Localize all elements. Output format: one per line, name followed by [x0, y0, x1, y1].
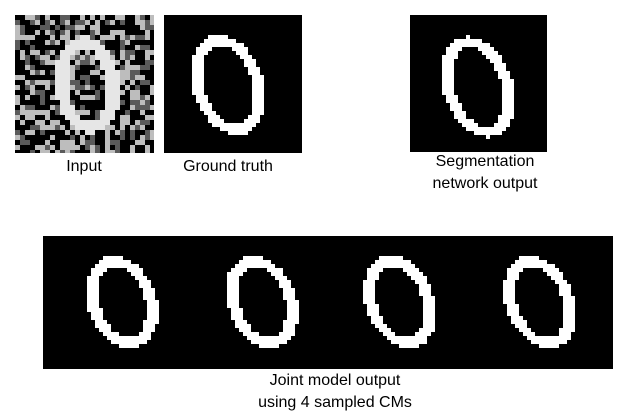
joint-output-sample-3-digit-zero — [363, 256, 435, 348]
ground-truth-image — [192, 35, 264, 135]
ground-truth-caption: Ground truth — [163, 156, 293, 178]
segmentation-caption-line-1: Segmentation — [435, 153, 535, 170]
input-digit-zero — [55, 35, 120, 135]
input-caption-text: Input — [66, 158, 102, 175]
ground-truth-caption-text: Ground truth — [183, 158, 273, 175]
joint-caption: Joint model output using 4 sampled CMs — [230, 370, 440, 414]
joint-output-sample-4-digit-zero — [503, 256, 575, 348]
ground-truth-panel — [164, 15, 302, 153]
joint-output-sample-2-digit-zero — [227, 256, 299, 348]
segmentation-caption: Segmentation network output — [405, 151, 565, 195]
segmentation-caption-line-2: network output — [432, 175, 538, 192]
segmentation-panel — [410, 15, 547, 152]
input-image — [15, 15, 154, 153]
input-caption: Input — [44, 156, 124, 178]
joint-model-panel — [43, 236, 613, 369]
segmentation-output-image — [442, 35, 514, 139]
joint-output-strip — [87, 256, 575, 348]
joint-output-sample-1-digit-zero — [87, 256, 159, 348]
joint-caption-line-1: Joint model output — [269, 372, 401, 389]
segmentation-digit-zero — [442, 35, 514, 139]
ground-truth-digit-zero — [192, 35, 264, 135]
joint-caption-line-2: using 4 sampled CMs — [258, 394, 412, 411]
input-panel — [15, 15, 154, 153]
